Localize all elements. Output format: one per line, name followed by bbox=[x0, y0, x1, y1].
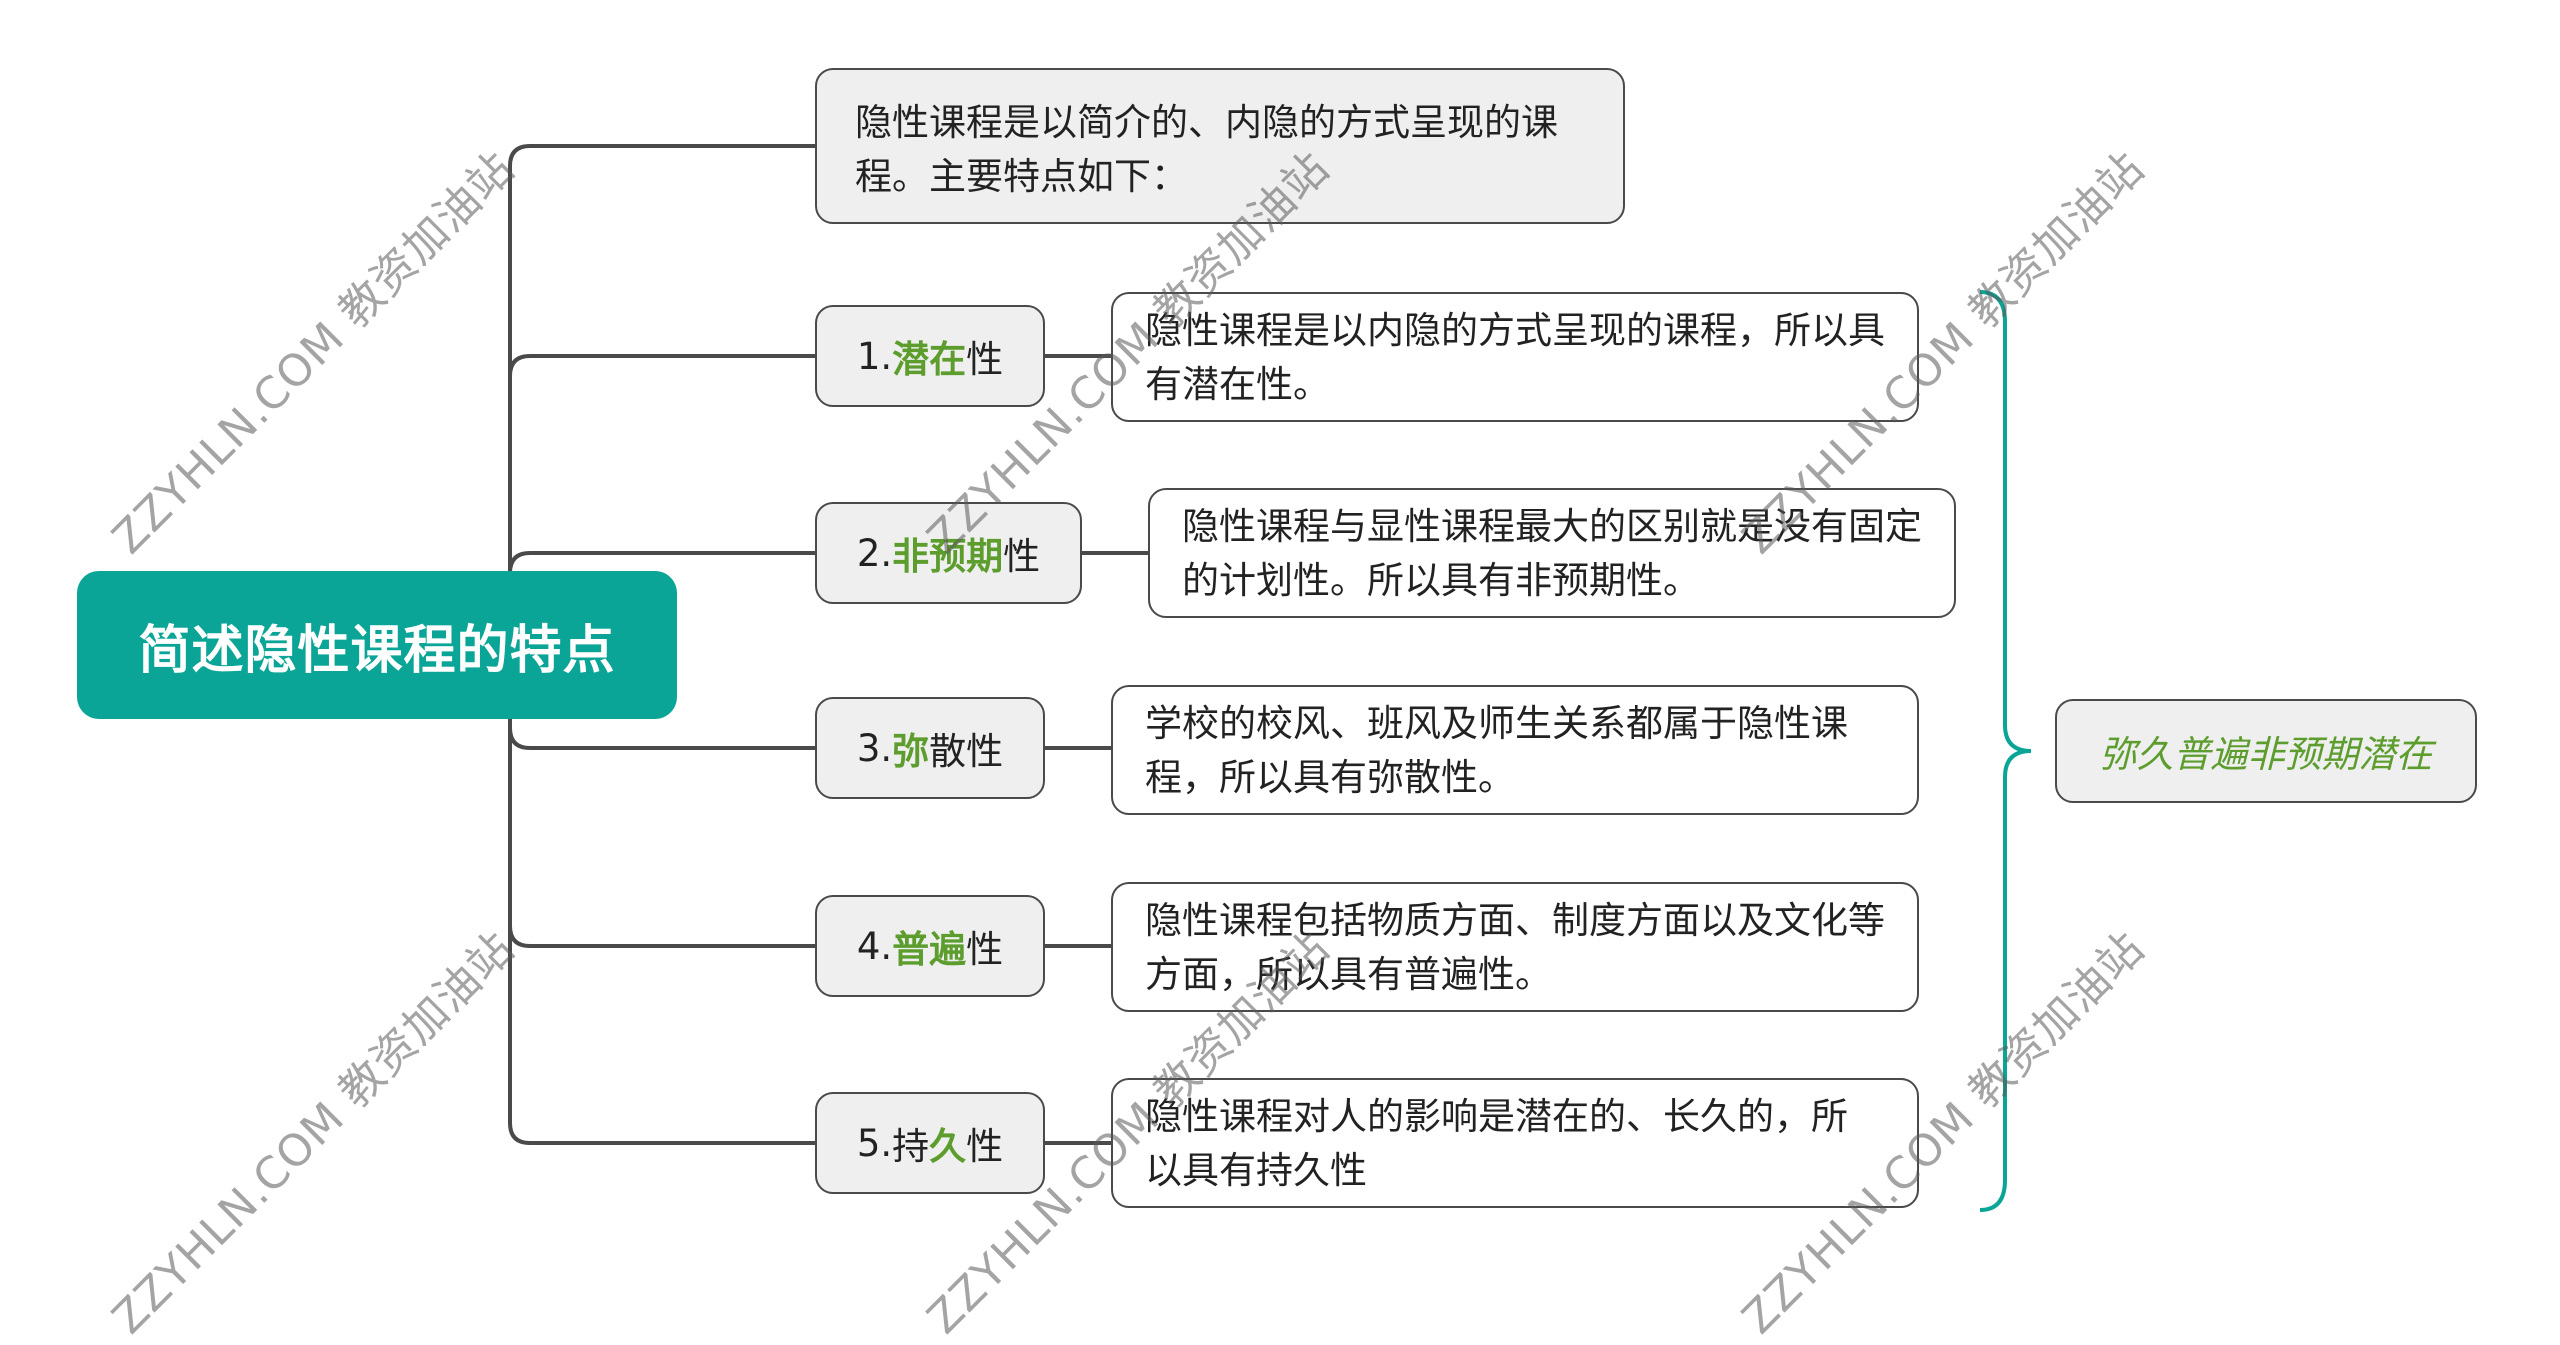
topic-number: 1. bbox=[856, 334, 893, 378]
branch-line-1 bbox=[508, 354, 815, 377]
topic-node-5[interactable]: 5.持久性 bbox=[815, 1092, 1045, 1194]
topic-suffix: 散性 bbox=[929, 730, 1004, 773]
topic-highlight: 久 bbox=[929, 1125, 967, 1168]
branch-line-3 bbox=[508, 727, 815, 750]
topic-node-2[interactable]: 2.非预期性 bbox=[815, 502, 1082, 604]
desc-text: 隐性课程与显性课程最大的区别就是没有固定的计划性。所以具有非预期性。 bbox=[1182, 505, 1922, 602]
desc-node-3[interactable]: 学校的校风、班风及师生关系都属于隐性课程，所以具有弥散性。 bbox=[1111, 685, 1919, 815]
summary-brace bbox=[1979, 290, 2032, 1212]
desc-node-4[interactable]: 隐性课程包括物质方面、制度方面以及文化等方面，所以具有普遍性。 bbox=[1111, 882, 1919, 1012]
intro-node[interactable]: 隐性课程是以简介的、内隐的方式呈现的课程。主要特点如下： bbox=[815, 68, 1625, 224]
topic-number: 2. bbox=[856, 531, 893, 575]
branch-line-2 bbox=[508, 551, 815, 574]
topic-highlight: 非预期 bbox=[892, 535, 1004, 578]
desc-text: 学校的校风、班风及师生关系都属于隐性课程，所以具有弥散性。 bbox=[1145, 702, 1848, 799]
topic-node-4[interactable]: 4.普遍性 bbox=[815, 895, 1045, 997]
intro-text: 隐性课程是以简介的、内隐的方式呈现的课程。主要特点如下： bbox=[855, 101, 1558, 198]
trunk-line bbox=[508, 144, 815, 571]
topic-suffix: 性 bbox=[966, 928, 1004, 971]
topic-node-1[interactable]: 1.潜在性 bbox=[815, 305, 1045, 407]
topic-node-3[interactable]: 3.弥散性 bbox=[815, 697, 1045, 799]
trunk-line-bottom bbox=[508, 719, 815, 1145]
topic-prefix: 持 bbox=[892, 1125, 930, 1168]
root-node[interactable]: 简述隐性课程的特点 bbox=[77, 571, 677, 719]
summary-text: 弥久普遍非预期潜在 bbox=[2099, 733, 2433, 776]
desc-text: 隐性课程对人的影响是潜在的、长久的，所 以具有持久性 bbox=[1145, 1095, 1848, 1192]
branch-line-4 bbox=[508, 925, 815, 948]
desc-node-5[interactable]: 隐性课程对人的影响是潜在的、长久的，所 以具有持久性 bbox=[1111, 1078, 1919, 1208]
topic-number: 5. bbox=[856, 1121, 893, 1165]
topic-highlight: 普遍 bbox=[892, 928, 967, 971]
connector-lines bbox=[508, 144, 2032, 1212]
topic-suffix: 性 bbox=[966, 338, 1004, 381]
desc-node-1[interactable]: 隐性课程是以内隐的方式呈现的课程，所以具有潜在性。 bbox=[1111, 292, 1919, 422]
topic-number: 3. bbox=[856, 726, 893, 770]
root-label: 简述隐性课程的特点 bbox=[138, 620, 616, 681]
desc-text: 隐性课程是以内隐的方式呈现的课程，所以具有潜在性。 bbox=[1145, 309, 1885, 406]
topic-suffix: 性 bbox=[966, 1125, 1004, 1168]
desc-text: 隐性课程包括物质方面、制度方面以及文化等方面，所以具有普遍性。 bbox=[1145, 899, 1885, 996]
topic-highlight: 潜在 bbox=[892, 338, 967, 381]
desc-node-2[interactable]: 隐性课程与显性课程最大的区别就是没有固定的计划性。所以具有非预期性。 bbox=[1148, 488, 1956, 618]
topic-number: 4. bbox=[856, 924, 893, 968]
topic-highlight: 弥 bbox=[892, 730, 930, 773]
summary-node[interactable]: 弥久普遍非预期潜在 bbox=[2055, 699, 2477, 803]
topic-suffix: 性 bbox=[1003, 535, 1041, 578]
